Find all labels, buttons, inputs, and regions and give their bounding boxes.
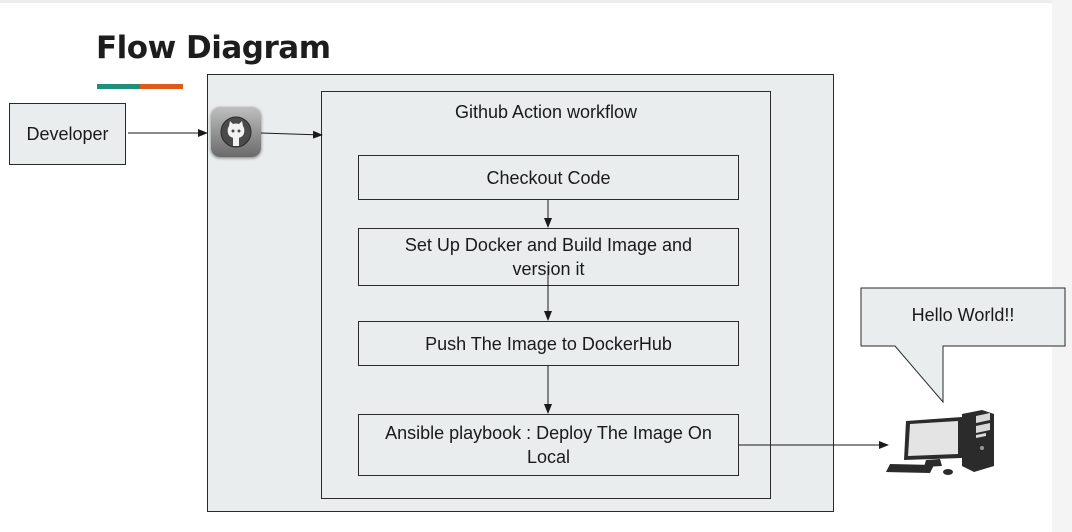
step-label: Checkout Code bbox=[486, 167, 611, 188]
step-label: Push The Image to DockerHub bbox=[425, 333, 672, 354]
desktop-computer-icon bbox=[886, 410, 994, 475]
step-checkout-code: Checkout Code bbox=[358, 155, 739, 200]
developer-box: Developer bbox=[9, 103, 126, 165]
step-ansible-deploy: Ansible playbook : Deploy The Image On L… bbox=[358, 414, 739, 476]
callout-label: Hello World!! bbox=[911, 305, 1015, 325]
top-divider bbox=[0, 0, 1052, 3]
workflow-title: Github Action workflow bbox=[454, 102, 638, 122]
step-label: Set Up Docker and Build Image and versio… bbox=[404, 235, 693, 279]
github-logo-icon bbox=[211, 107, 261, 157]
step-label: Ansible playbook : Deploy The Image On L… bbox=[385, 423, 712, 467]
title-underline-orange bbox=[140, 84, 183, 89]
github-octocat-glyph bbox=[220, 116, 252, 148]
developer-label: Developer bbox=[26, 124, 109, 144]
speech-callout bbox=[860, 287, 1066, 404]
step-push-image: Push The Image to DockerHub bbox=[358, 321, 739, 366]
right-edge-strip bbox=[1052, 0, 1072, 532]
title-underline-teal bbox=[97, 84, 140, 89]
page-title: Flow Diagram bbox=[96, 30, 331, 66]
step-build-image: Set Up Docker and Build Image and versio… bbox=[358, 228, 739, 286]
